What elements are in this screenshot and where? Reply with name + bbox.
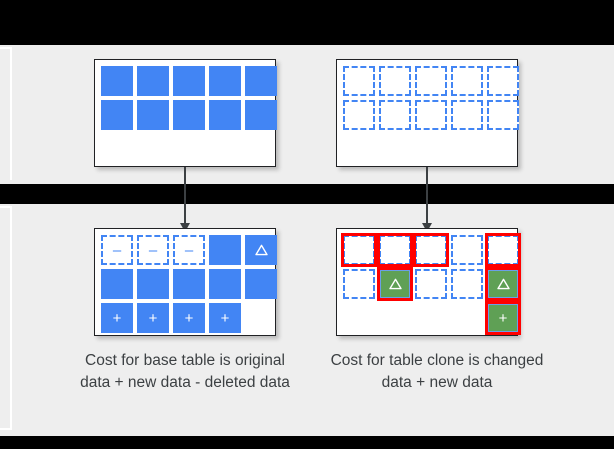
top-black-bar [0, 0, 614, 45]
cell-green-plus-highlighted: + [485, 301, 521, 335]
cell-dashed-highlighted [485, 233, 521, 267]
cell-dashed-minus: – [101, 235, 133, 265]
cell-empty [245, 303, 277, 333]
top-band-background [0, 45, 614, 184]
cell-filled-triangle [245, 235, 277, 265]
cell-dashed [415, 100, 447, 130]
cell-filled [209, 66, 241, 96]
left-rail-tick-bottom [0, 428, 12, 430]
caption-table-clone: Cost for table clone is changed data + n… [330, 352, 544, 392]
cell-dashed [343, 66, 375, 96]
plus-icon: + [148, 309, 158, 327]
cell-filled [173, 100, 205, 130]
cell-dashed-highlighted [413, 233, 449, 267]
plus-icon: + [498, 309, 508, 327]
cell-filled [137, 66, 169, 96]
cell-filled [173, 66, 205, 96]
table-clone-after-card: + [336, 228, 521, 336]
base-table-after-card: – – – + + + + [94, 228, 277, 336]
cell-dashed [379, 66, 411, 96]
cell-filled-plus: + [209, 303, 241, 333]
base-table-initial-card [94, 59, 277, 167]
plus-icon: + [220, 309, 230, 327]
cell-filled [101, 100, 133, 130]
minus-icon: – [112, 241, 122, 259]
cell-dashed [451, 66, 483, 96]
cell-green-triangle-highlighted [377, 267, 413, 301]
bottom-band-background [0, 204, 614, 449]
middle-black-bar [0, 184, 614, 204]
cell-dashed [343, 100, 375, 130]
cell-filled [245, 66, 277, 96]
cell-empty [343, 303, 375, 333]
triangle-icon [496, 278, 510, 290]
left-rail-top [10, 49, 12, 180]
triangle-icon [388, 278, 402, 290]
table-clone-initial-grid [343, 66, 519, 130]
cell-dashed [451, 269, 483, 299]
base-table-initial-grid [101, 66, 277, 130]
cell-green-triangle-highlighted [485, 267, 521, 301]
cell-filled [209, 235, 241, 265]
plus-icon: + [112, 309, 122, 327]
cell-dashed [487, 100, 519, 130]
base-table-after-grid: – – – + + + + [101, 235, 277, 333]
cell-dashed [451, 235, 483, 265]
cell-empty [415, 303, 447, 333]
table-clone-initial-card [336, 59, 519, 167]
minus-icon: – [148, 241, 158, 259]
cell-filled [173, 269, 205, 299]
left-rail-tick-middle [0, 206, 12, 208]
cell-filled [101, 66, 133, 96]
cell-dashed-highlighted [377, 233, 413, 267]
cell-filled-plus: + [101, 303, 133, 333]
cell-filled [245, 269, 277, 299]
cell-empty [379, 303, 411, 333]
table-clone-after-grid: + [341, 233, 521, 335]
caption-base-table: Cost for base table is original data + n… [80, 352, 290, 392]
cell-dashed [379, 100, 411, 130]
cell-filled [137, 269, 169, 299]
left-rail-tick-top [0, 47, 12, 49]
triangle-icon [254, 244, 268, 256]
bottom-black-bar [0, 436, 614, 449]
cell-filled-plus: + [173, 303, 205, 333]
cell-filled [209, 269, 241, 299]
minus-icon: – [184, 241, 194, 259]
cell-dashed-highlighted [341, 233, 377, 267]
cell-dashed [415, 269, 447, 299]
cell-filled-plus: + [137, 303, 169, 333]
cell-dashed [415, 66, 447, 96]
cell-dashed [343, 269, 375, 299]
left-rail-bottom [10, 208, 12, 430]
plus-icon: + [184, 309, 194, 327]
cell-dashed [451, 100, 483, 130]
cell-filled [101, 269, 133, 299]
cell-filled [137, 100, 169, 130]
cell-dashed-minus: – [173, 235, 205, 265]
cell-empty [451, 303, 483, 333]
cell-filled [245, 100, 277, 130]
cell-dashed [487, 66, 519, 96]
cell-dashed-minus: – [137, 235, 169, 265]
cell-filled [209, 100, 241, 130]
